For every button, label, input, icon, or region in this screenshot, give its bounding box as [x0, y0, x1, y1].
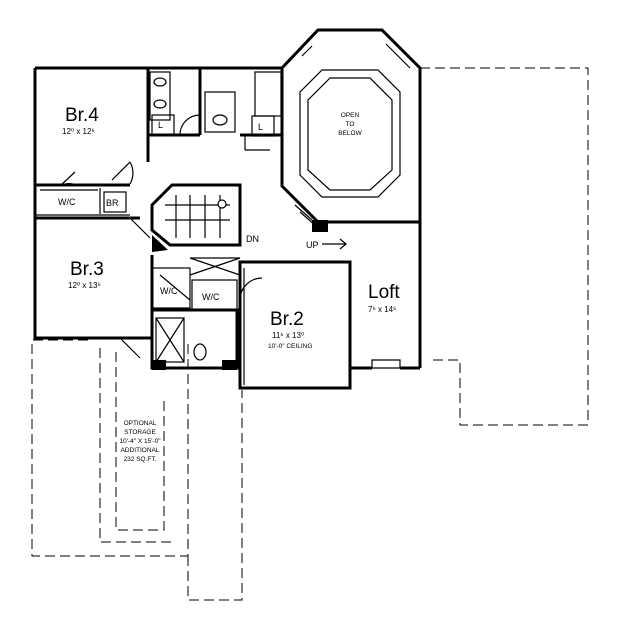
bedroom-3-dimensions: 12⁰ x 13⁶ [68, 281, 101, 290]
closet-l-right [251, 115, 275, 137]
closet-l-left [151, 114, 175, 136]
optional-storage-line-3: 10'-4" X 15'-0" [119, 438, 161, 445]
wic-label-br4: W/C [58, 197, 76, 207]
stairs-up-label: UP [306, 240, 319, 250]
bedroom-2-dimensions: 11⁶ x 13⁰ [272, 331, 304, 340]
bedroom-4-dimensions: 12⁰ x 12⁶ [62, 127, 95, 136]
bath-br-label: BR [106, 198, 119, 208]
lower-floor-outline [420, 67, 589, 426]
optional-storage-line-4: ADDITIONAL [120, 447, 159, 454]
wic-label-br2: W/C [202, 292, 220, 302]
open-to-below-line-1: OPEN [341, 112, 360, 119]
stairwell [129, 183, 242, 252]
bedroom-4-walls [33, 66, 150, 220]
optional-storage-line-2: STORAGE [124, 429, 156, 436]
optional-storage-line-5: 232 SQ.FT. [124, 456, 157, 463]
laundry-label-right: L [258, 122, 263, 132]
loft-label: Loft [368, 282, 400, 303]
bedroom-4-wic [40, 171, 127, 214]
optional-storage-line-1: OPTIONAL [124, 420, 157, 427]
loft-dimensions: 7⁶ x 14⁶ [368, 305, 396, 314]
laundry-label-left: L [158, 120, 163, 130]
bedroom-3-walls [33, 218, 154, 365]
bedroom-2-ceiling: 10'-0" CEILING [268, 343, 312, 350]
stairs-down-label: DN [246, 234, 259, 244]
upper-bath [148, 66, 282, 151]
optional-storage-outline [31, 339, 243, 601]
middle-bath [150, 257, 241, 370]
bedroom-2-label: Br.2 [270, 309, 304, 330]
bedroom-3-label: Br.3 [70, 259, 104, 280]
open-to-below-line-2: TO [346, 121, 355, 128]
wic-label-br3: W/C [160, 286, 178, 296]
open-to-below-area [280, 28, 422, 232]
bedroom-2-walls [238, 260, 352, 390]
stairs-up-arrow [322, 238, 347, 250]
bedroom-4-label: Br.4 [65, 105, 99, 126]
open-to-below-line-3: BELOW [338, 130, 362, 137]
